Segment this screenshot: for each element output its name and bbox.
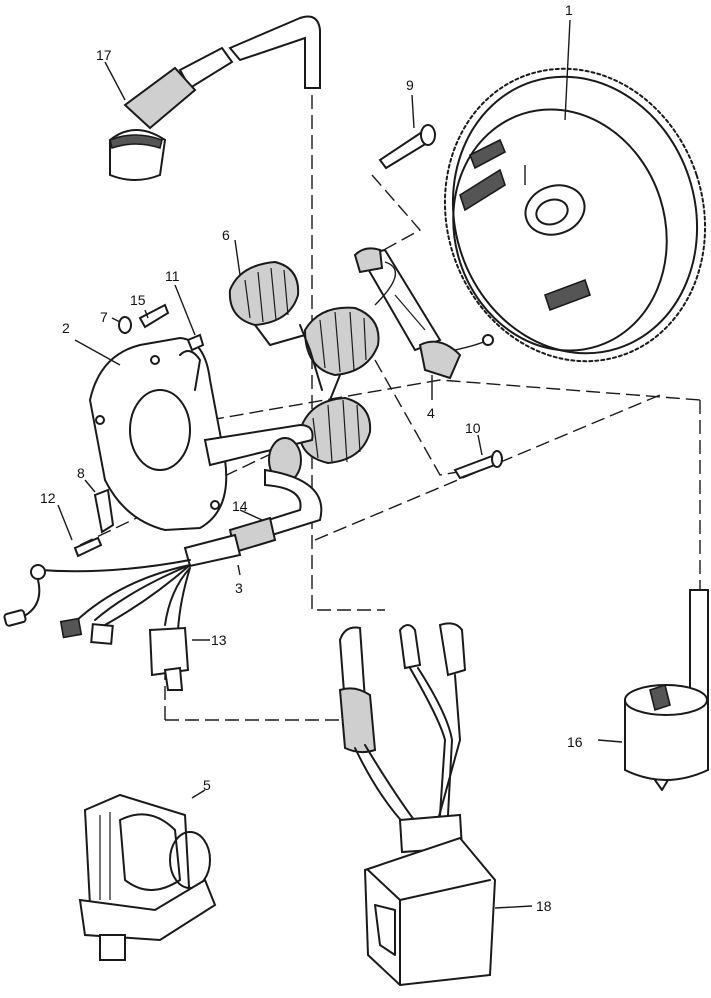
spark-plug-cap (104, 15, 321, 181)
callout-2: 2 (62, 320, 70, 336)
callout-8: 8 (77, 465, 85, 481)
flywheel (443, 19, 707, 363)
trigger-coil (353, 247, 494, 400)
washer-7 (111, 316, 132, 334)
callout-4: 4 (427, 405, 435, 421)
callout-15: 15 (130, 292, 146, 308)
callout-5: 5 (203, 777, 211, 793)
regulator-rectifier (78, 789, 217, 961)
stator-plate (74, 336, 314, 532)
callout-3: 3 (235, 580, 243, 596)
callout-9: 9 (406, 77, 414, 93)
screw-9 (378, 94, 436, 170)
callout-6: 6 (222, 227, 230, 243)
screw-12 (57, 504, 103, 558)
screw-10 (453, 434, 503, 480)
ignition-coil (597, 589, 709, 791)
callout-7: 7 (100, 309, 108, 325)
cdi-box (338, 622, 533, 987)
callout-1: 1 (565, 2, 573, 18)
screw-15 (138, 303, 170, 329)
callout-17: 17 (96, 47, 112, 63)
screw-11 (174, 284, 205, 352)
callout-12: 12 (40, 490, 56, 506)
callout-18: 18 (536, 898, 552, 914)
clamp-8 (84, 479, 115, 534)
stator-coils (228, 239, 380, 465)
wire-lead (183, 468, 323, 576)
callout-11: 11 (165, 268, 180, 284)
callout-13: 13 (211, 632, 227, 648)
callout-14: 14 (232, 498, 248, 514)
callout-10: 10 (465, 420, 481, 436)
wire-harness (3, 559, 210, 691)
callout-16: 16 (567, 734, 583, 750)
callout-labels: 1 2 3 4 5 6 7 8 9 10 11 12 13 14 15 16 1… (40, 2, 583, 914)
